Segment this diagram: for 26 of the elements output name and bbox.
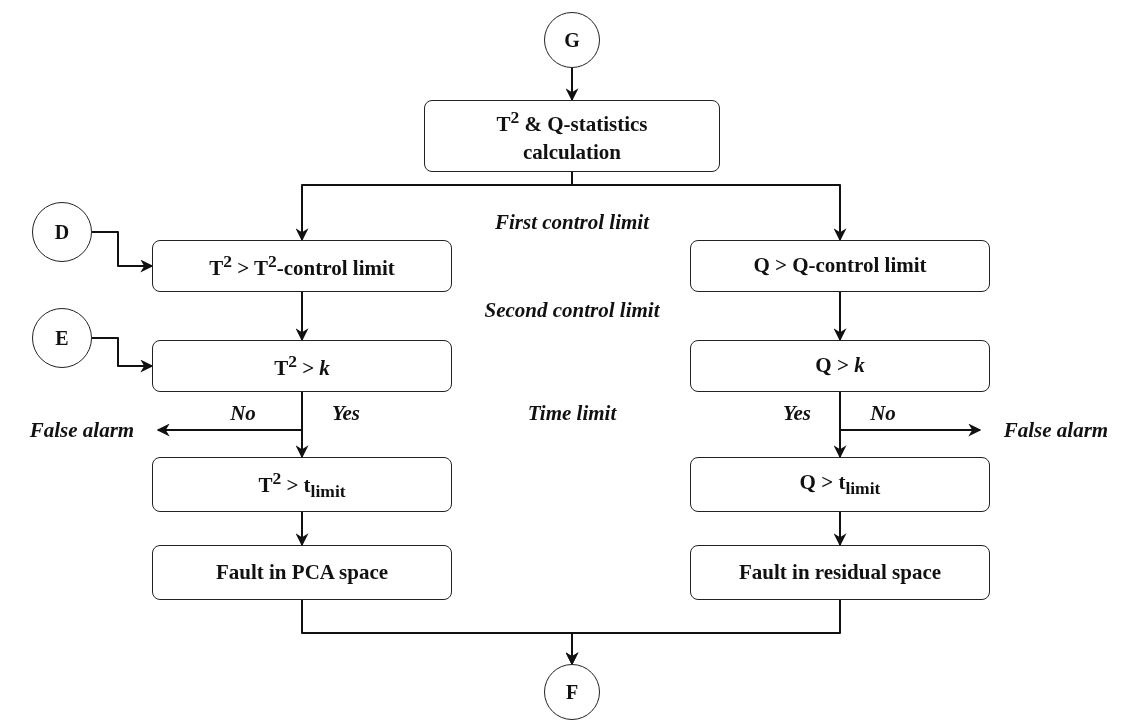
connector-circle: E (32, 308, 92, 368)
arrow (295, 291, 309, 342)
arrow (91, 337, 154, 373)
process-box: Fault in residual space (690, 545, 990, 600)
process-box: Q > Q-control limit (690, 240, 990, 292)
connector-circle: G (544, 12, 600, 68)
outcome-text: False alarm (980, 416, 1132, 444)
arrow (295, 511, 309, 547)
connector-circle: F (544, 664, 600, 720)
arrow (565, 67, 579, 102)
arrow (833, 511, 847, 547)
connector-circle: D (32, 202, 92, 262)
process-box: Fault in PCA space (152, 545, 452, 600)
process-box: Q > t$_{limit}$ (690, 457, 990, 512)
outcome-text: False alarm (6, 416, 158, 444)
arrow (571, 171, 847, 242)
arrow (839, 391, 982, 437)
process-box: T$^{2}$ & Q-statistics calculation (424, 100, 720, 172)
arrow (565, 599, 841, 666)
arrow (833, 291, 847, 342)
process-box: T$^{2}$ > T$^{2}$-control limit (152, 240, 452, 292)
process-box: T$^{2}$ > k (152, 340, 452, 392)
process-box: Q > k (690, 340, 990, 392)
process-box: T$^{2}$ > t$_{limit}$ (152, 457, 452, 512)
arrow (91, 231, 154, 273)
arrow (295, 391, 309, 459)
